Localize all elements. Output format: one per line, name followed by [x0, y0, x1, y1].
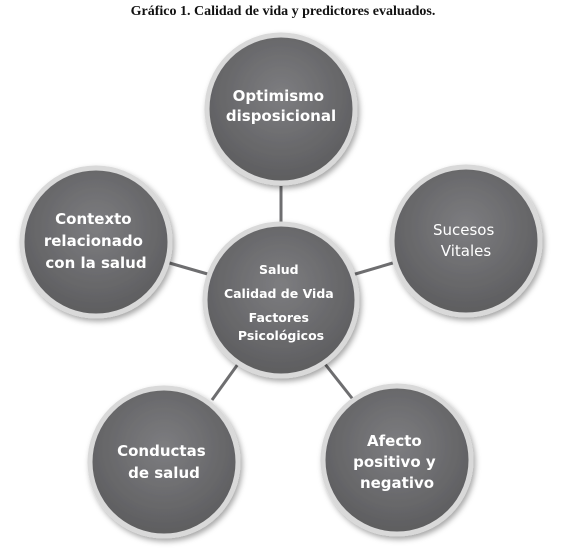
connector-contexto [165, 260, 212, 277]
node-optimismo-line-1: Optimismo [233, 87, 324, 105]
connector-conductas [210, 363, 240, 401]
node-contexto-line-3: con la salud [45, 254, 146, 272]
center-node: Salud Calidad de Vida Factores Psicológi… [202, 221, 360, 379]
center-label-factores: Factores [249, 310, 309, 325]
node-optimismo-line-2: disposicional [226, 107, 336, 125]
center-label-salud: Salud [259, 262, 299, 277]
svg-text:Sucesos Vitales: Sucesos Vitales [433, 221, 499, 260]
node-contexto-line-2: relacionado [44, 232, 143, 250]
node-contexto: Contexto relacionado con la salud [19, 165, 173, 319]
connector-afecto [323, 363, 357, 403]
svg-text:Afecto positivo y: Afecto positivo y negativo [353, 432, 441, 492]
node-sucesos-line-2: Vitales [441, 242, 492, 260]
node-sucesos: Sucesos Vitales [389, 164, 543, 318]
connectors [165, 186, 397, 403]
figure-title: Gráfico 1. Calidad de vida y predictores… [130, 4, 436, 19]
svg-text:Salud Calidad de Vida: Salud Calidad de Vida Factores Psicológi… [224, 262, 338, 343]
svg-text:Optimismo disposicional: Optimismo disposicional [226, 87, 336, 125]
center-label-psicologicos: Psicológicos [238, 328, 324, 343]
node-afecto-line-1: Afecto [367, 432, 422, 450]
node-conductas-line-1: Conductas [117, 442, 206, 460]
connector-sucesos [351, 260, 397, 277]
node-optimismo: Optimismo disposicional [204, 32, 358, 186]
center-label-calidad: Calidad de Vida [224, 286, 334, 301]
node-conductas-line-2: de salud [128, 464, 200, 482]
node-conductas: Conductas de salud [87, 385, 241, 539]
node-afecto: Afecto positivo y negativo [320, 383, 474, 537]
svg-text:Contexto relacionado: Contexto relacionado con la salud [44, 210, 148, 272]
node-sucesos-line-1: Sucesos [433, 221, 494, 239]
svg-text:Conductas de salud: Conductas de salud [117, 442, 211, 482]
node-afecto-line-3: negativo [360, 474, 434, 492]
node-afecto-line-2: positivo y [353, 453, 436, 471]
node-contexto-line-1: Contexto [55, 210, 132, 228]
